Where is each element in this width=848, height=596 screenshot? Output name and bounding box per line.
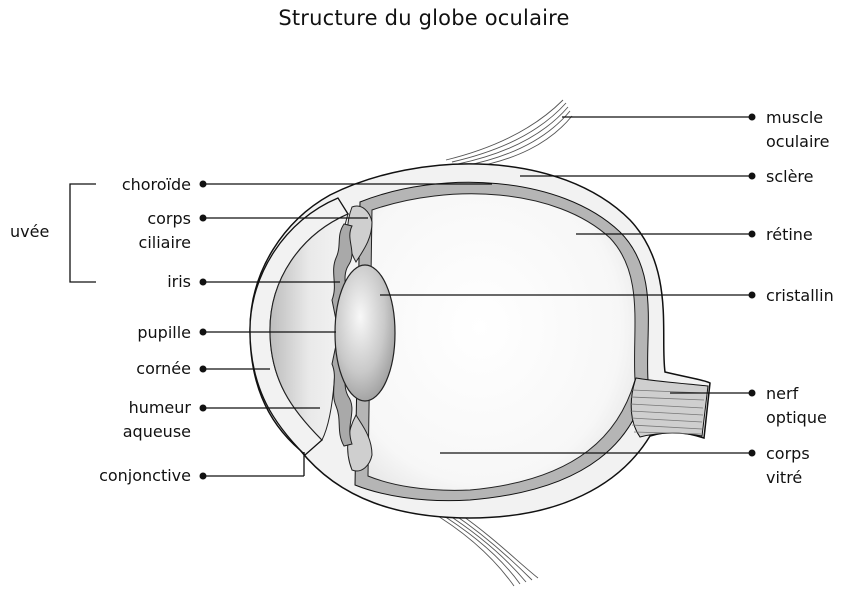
label-cornee: cornée [136,359,191,378]
uvee-bracket [70,184,96,282]
label-corps-ciliaire-1: corps [147,209,191,228]
label-muscle-1: muscle [766,108,823,127]
leader-dot-nerf [749,390,756,397]
label-retine: rétine [766,225,813,244]
label-vitre-2: vitré [766,468,802,487]
label-cristallin: cristallin [766,286,834,305]
lens [335,265,395,401]
label-humeur-1: humeur [129,398,192,417]
label-iris: iris [167,272,191,291]
label-conjonctive: conjonctive [99,466,191,485]
label-muscle-2: oculaire [766,132,830,151]
leader-dot-muscle [749,114,756,121]
leader-dot-cristallin [749,292,756,299]
leader-dot-sclere [749,173,756,180]
label-nerf-2: optique [766,408,827,427]
label-sclere: sclère [766,167,814,186]
label-humeur-2: aqueuse [123,422,191,441]
label-uvee: uvée [10,222,49,241]
label-pupille: pupille [137,323,191,342]
muscle-fibers-top [446,100,572,168]
leader-dot-retine [749,231,756,238]
muscle-fibers-bottom [428,510,538,586]
label-choroide: choroïde [122,175,191,194]
label-nerf-1: nerf [766,384,799,403]
label-corps-ciliaire-2: ciliaire [139,233,191,252]
label-vitre-1: corps [766,444,810,463]
leader-dot-vitre [749,450,756,457]
